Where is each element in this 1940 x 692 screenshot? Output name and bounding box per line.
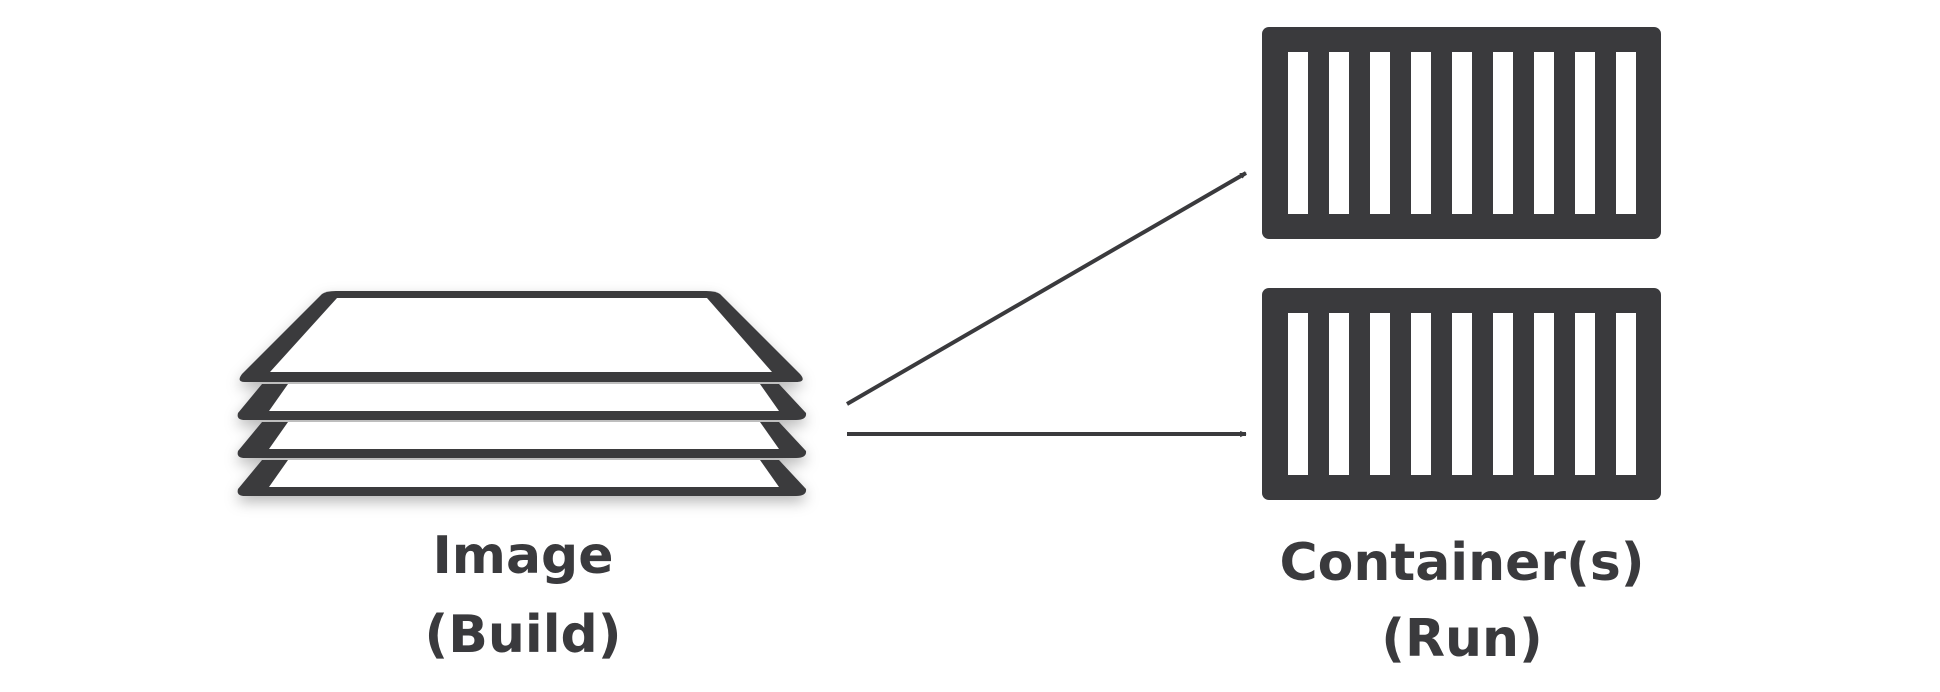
image-layer [237,460,807,496]
image-layer [237,384,807,420]
arrow-to-container-1 [845,171,1248,406]
image-layer-top [239,291,803,382]
image-layer [237,422,807,458]
arrows [845,171,1248,438]
image-sublabel: (Build) [424,605,621,665]
layers-stack-icon [237,291,807,496]
container-label: Container(s) [1279,533,1644,593]
shipping-container-icon [1262,27,1661,239]
container-sublabel: (Run) [1381,609,1543,669]
shipping-container-icon [1262,288,1661,500]
image-label: Image [432,526,613,586]
